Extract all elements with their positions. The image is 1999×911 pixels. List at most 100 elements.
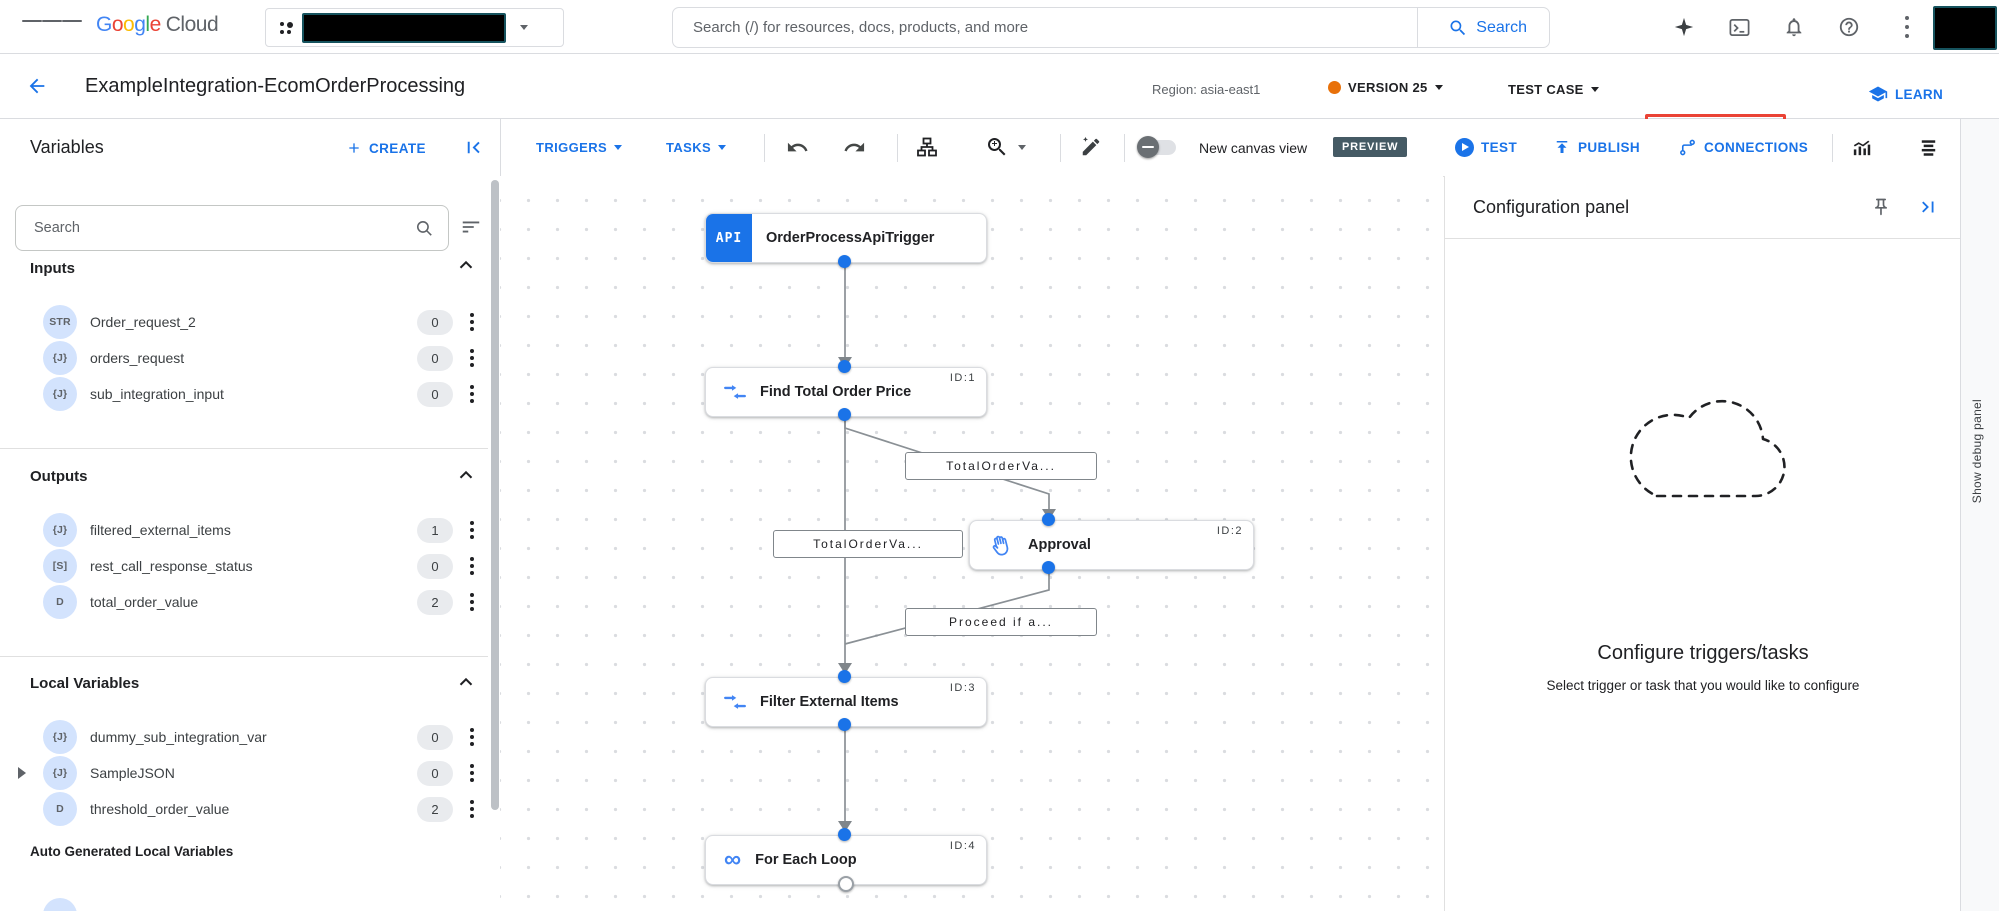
variable-row[interactable]: {J} orders_request 0 [0, 340, 488, 376]
collapse-panel-right-icon[interactable] [1917, 196, 1939, 218]
variable-count-badge: 1 [417, 517, 453, 543]
chevron-down-icon [1590, 87, 1599, 92]
tasks-label: TASKS [666, 140, 712, 155]
variable-row[interactable]: STR Order_request_2 0 [0, 304, 488, 340]
node-port [838, 408, 851, 421]
config-panel-title: Configuration panel [1473, 196, 1630, 217]
back-arrow-icon[interactable] [26, 75, 48, 97]
variable-name: Order_request_2 [90, 314, 196, 330]
sidebar-scrollbar[interactable] [491, 180, 499, 810]
integration-header: ExampleIntegration-EcomOrderProcessing R… [0, 54, 1999, 172]
preview-badge: PREVIEW [1333, 137, 1408, 157]
variable-row[interactable]: D threshold_order_value 2 [0, 791, 488, 827]
version-status-dot [1328, 81, 1341, 94]
variable-row[interactable]: [S] rest_call_response_status 0 [0, 548, 488, 584]
variable-row[interactable]: {J} filtered_external_items 1 [0, 512, 488, 548]
analytics-chart-icon[interactable] [1850, 136, 1873, 159]
sort-filter-icon[interactable] [460, 216, 482, 238]
create-variable-button[interactable]: CREATE [346, 140, 426, 156]
variable-row[interactable]: D total_order_value 2 [0, 584, 488, 620]
variable-row[interactable]: {J} sub_integration_input 0 [0, 376, 488, 412]
kebab-menu-icon[interactable] [463, 758, 481, 788]
section-title-inputs: Inputs [30, 260, 75, 277]
execution-log-icon[interactable] [1917, 136, 1940, 159]
new-canvas-toggle[interactable] [1137, 136, 1176, 158]
publish-button[interactable]: PUBLISH [1553, 138, 1640, 156]
kebab-menu-icon[interactable] [463, 587, 481, 617]
global-search-bar[interactable]: Search [672, 7, 1550, 48]
redacted-avatar[interactable] [1933, 6, 1997, 50]
logo-letter: o [123, 13, 135, 36]
kebab-menu-icon[interactable] [463, 307, 481, 337]
edge-label[interactable]: TotalOrderVa... [905, 452, 1097, 480]
logo-letter: g [134, 13, 146, 36]
expand-arrow-icon[interactable] [18, 767, 26, 779]
variable-row[interactable]: {J} SampleJSON 0 [0, 755, 488, 791]
kebab-menu-icon[interactable] [463, 551, 481, 581]
triggers-dropdown[interactable]: TRIGGERS [536, 140, 623, 155]
test-case-dropdown[interactable]: TEST CASE [1508, 82, 1599, 97]
variable-row[interactable]: {J} dummy_sub_integration_var 0 [0, 719, 488, 755]
flow-node-filter-external-items[interactable]: ID:3 Filter External Items [705, 677, 987, 727]
learn-label: LEARN [1895, 86, 1943, 102]
variable-type-badge-partial [43, 898, 77, 911]
section-title-local-variables: Local Variables [30, 675, 140, 692]
edge-label[interactable]: TotalOrderVa... [773, 530, 963, 558]
node-port [838, 360, 851, 373]
collapse-panel-left-icon[interactable] [462, 136, 485, 159]
variable-count-badge: 2 [417, 796, 453, 822]
learn-button[interactable]: LEARN [1868, 84, 1943, 104]
kebab-menu-icon[interactable] [463, 379, 481, 409]
connections-button[interactable]: CONNECTIONS [1678, 138, 1808, 157]
project-grid-icon [280, 21, 293, 34]
kebab-menu-icon[interactable] [463, 722, 481, 752]
pin-icon[interactable] [1871, 197, 1891, 217]
project-selector[interactable] [265, 8, 564, 47]
variable-name: orders_request [90, 350, 185, 366]
test-label: TEST [1481, 140, 1518, 155]
kebab-menu-icon[interactable] [463, 794, 481, 824]
variable-name: dummy_sub_integration_var [90, 729, 267, 745]
region-label: Region: asia-east1 [1152, 82, 1261, 97]
variables-search-box[interactable] [15, 205, 449, 251]
magic-edit-icon[interactable] [1080, 136, 1102, 158]
debug-panel-strip: Show debug panel [1960, 119, 1999, 911]
test-button[interactable]: TEST [1455, 138, 1517, 157]
section-title-auto-generated: Auto Generated Local Variables [30, 844, 234, 859]
show-debug-panel-button[interactable]: Show debug panel [1970, 399, 1984, 504]
variable-type-badge: {J} [43, 756, 77, 790]
variable-count-badge: 0 [417, 309, 453, 335]
logo-cloud-text: Cloud [165, 13, 219, 36]
chevron-up-icon[interactable] [455, 671, 477, 693]
chevron-up-icon[interactable] [455, 254, 477, 276]
chevron-up-icon[interactable] [455, 464, 477, 486]
zoom-control[interactable] [985, 135, 1026, 159]
gemini-spark-icon[interactable] [1662, 5, 1706, 49]
kebab-menu-icon[interactable] [463, 515, 481, 545]
kebab-menu-icon[interactable] [463, 343, 481, 373]
flow-canvas[interactable]: API OrderProcessApiTrigger ID:1 Find Tot… [500, 176, 1443, 911]
loop-infinity-icon: ∞ [724, 846, 742, 873]
tasks-dropdown[interactable]: TASKS [666, 140, 727, 155]
notifications-bell-icon[interactable] [1772, 5, 1816, 49]
flow-node-approval[interactable]: ID:2 Approval [969, 520, 1254, 570]
version-dropdown[interactable]: VERSION 25 [1328, 80, 1443, 95]
cloud-shell-icon[interactable] [1717, 5, 1761, 49]
triggers-label: TRIGGERS [536, 140, 608, 155]
global-search-button[interactable]: Search [1417, 8, 1549, 47]
redo-icon[interactable] [843, 136, 866, 159]
global-search-input[interactable] [673, 19, 1418, 36]
hamburger-menu-icon[interactable] [22, 16, 82, 26]
variables-search-input[interactable] [16, 220, 415, 236]
flow-node-trigger[interactable]: API OrderProcessApiTrigger [705, 213, 987, 263]
help-icon[interactable] [1827, 5, 1871, 49]
edge-label[interactable]: Proceed if a... [905, 608, 1097, 636]
undo-icon[interactable] [786, 136, 809, 159]
create-label: CREATE [369, 140, 426, 156]
more-options-icon[interactable] [1885, 5, 1929, 49]
node-id-label: ID:1 [949, 372, 976, 384]
auto-layout-icon[interactable] [915, 135, 939, 159]
node-title: Find Total Order Price [760, 384, 912, 400]
variable-type-badge: D [43, 585, 77, 619]
connections-icon [1678, 138, 1697, 157]
